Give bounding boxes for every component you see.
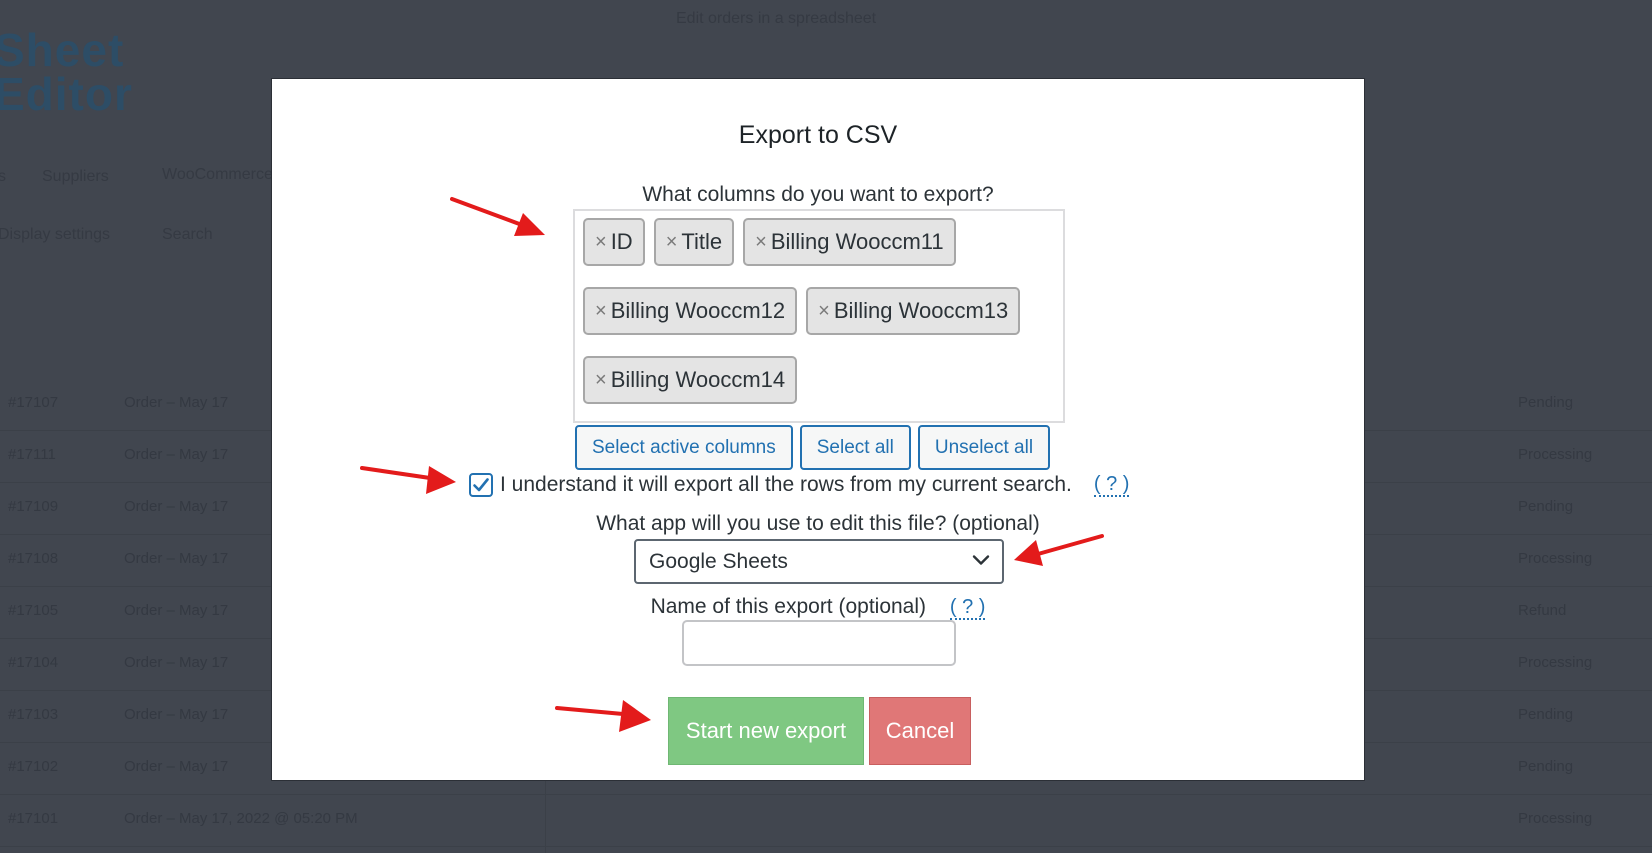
bg-cell-title: Order – May 17, 2022 @ 05:20 PM [124,810,358,827]
start-new-export-button[interactable]: Start new export [668,697,864,765]
bg-table-row: #17101 Order – May 17, 2022 @ 05:20 PM P… [0,794,1652,847]
columns-multiselect[interactable]: × ID × Title × Billing Wooccm11 × Billin… [573,209,1065,423]
bg-cell-status: Pending [1518,758,1574,775]
bg-cell-status: Processing [1518,810,1593,827]
bg-logo-line-1: Sheet [0,24,125,76]
column-tag-label: ID [610,229,633,254]
remove-tag-icon[interactable]: × [755,230,767,253]
bg-cell-id: #17107 [8,394,59,411]
bg-cell-id: #17102 [8,758,59,775]
column-tag: × Billing Wooccm14 [583,356,798,404]
modal-title: Export to CSV [738,121,898,149]
understand-checkbox[interactable] [469,473,493,497]
bg-cell-id: #17109 [8,498,59,515]
bg-cell-status: Refund [1518,602,1567,619]
bg-cell-title: Order – May 17 [124,654,229,671]
select-all-button[interactable]: Select all [799,425,911,470]
remove-tag-icon[interactable]: × [818,299,830,322]
column-tag: × Billing Wooccm12 [583,287,798,335]
bg-cell-title: Order – May 17 [124,550,229,567]
red-arrow-icon [555,700,651,732]
column-tag: × Billing Wooccm11 [743,218,956,266]
bg-cell-status: Pending [1518,394,1574,411]
column-tag-label: Billing Wooccm12 [610,298,786,323]
help-link-export-name[interactable]: ( ? ) [949,596,986,620]
red-arrow-icon [360,466,456,494]
export-name-input[interactable] [682,620,956,666]
bg-cell-title: Order – May 17 [124,758,229,775]
bg-cell-title: Order – May 17 [124,498,229,515]
remove-tag-icon[interactable]: × [665,230,678,253]
select-active-columns-button[interactable]: Select active columns [575,425,793,470]
column-tag-label: Billing Wooccm13 [833,298,1009,323]
column-tag: × Title [653,218,735,266]
column-tag: × Billing Wooccm13 [806,287,1021,335]
bg-cell-id: #17108 [8,550,59,567]
column-selection-buttons: Select active columns Select all Unselec… [575,425,1051,470]
help-link-understand[interactable]: ( ? ) [1093,473,1130,497]
bg-cell-title: Order – May 17 [124,706,229,723]
columns-question: What columns do you want to export? [642,183,994,206]
bg-cell-status: Processing [1518,446,1593,463]
bg-nav-item: s [0,168,6,185]
bg-top-hint: Edit orders in a spreadsheet [676,10,877,27]
cancel-button[interactable]: Cancel [869,697,971,765]
app-question: What app will you use to edit this file?… [596,512,1040,535]
bg-cell-id: #17105 [8,602,59,619]
red-arrow-icon [450,197,545,236]
app-select[interactable]: Google Sheets [634,539,1004,584]
bg-table-row: #17102 Order – May 17 Pending [0,742,1652,795]
bg-logo-line-2: Editor [0,68,133,120]
bg-nav-item: WooCommerce [162,166,273,183]
red-arrow-icon [1014,534,1104,566]
bg-cell-title: Order – May 17 [124,446,229,463]
bg-cell-status: Pending [1518,498,1574,515]
bg-cell-status: Pending [1518,706,1574,723]
bg-cell-title: Order – May 17 [124,394,229,411]
bg-toolbar-item: Search [162,226,213,243]
understand-row: I understand it will export all the rows… [469,473,1130,497]
export-name-label: Name of this export (optional) [650,595,927,618]
column-tag-label: Billing Wooccm14 [610,367,786,392]
understand-label: I understand it will export all the rows… [500,473,1072,496]
bg-nav-item: Suppliers [42,168,109,185]
bg-logo: Sheet Editor [0,24,133,120]
column-tag-label: Billing Wooccm11 [770,229,944,254]
bg-cell-id: #17101 [8,810,59,827]
bg-cell-id: #17103 [8,706,59,723]
chevron-down-icon [972,555,990,565]
bg-cell-status: Processing [1518,550,1593,567]
bg-cell-title: Order – May 17 [124,602,229,619]
export-csv-modal: Export to CSV What columns do you want t… [271,78,1365,781]
remove-tag-icon[interactable]: × [595,230,607,253]
column-tag-label: Title [681,229,723,254]
unselect-all-button[interactable]: Unselect all [917,425,1051,470]
column-tag: × ID [583,218,645,266]
check-icon [473,478,489,492]
bg-toolbar-item: Display settings [0,226,111,243]
bg-cell-status: Processing [1518,654,1593,671]
selected-columns-list: × ID × Title × Billing Wooccm11 × Billin… [575,211,1063,425]
remove-tag-icon[interactable]: × [595,299,607,322]
bg-cell-id: #17111 [8,446,56,463]
remove-tag-icon[interactable]: × [595,368,607,391]
app-select-value: Google Sheets [649,549,788,573]
export-name-label-row: Name of this export (optional) ( ? ) [272,595,1364,620]
bg-cell-id: #17104 [8,654,59,671]
